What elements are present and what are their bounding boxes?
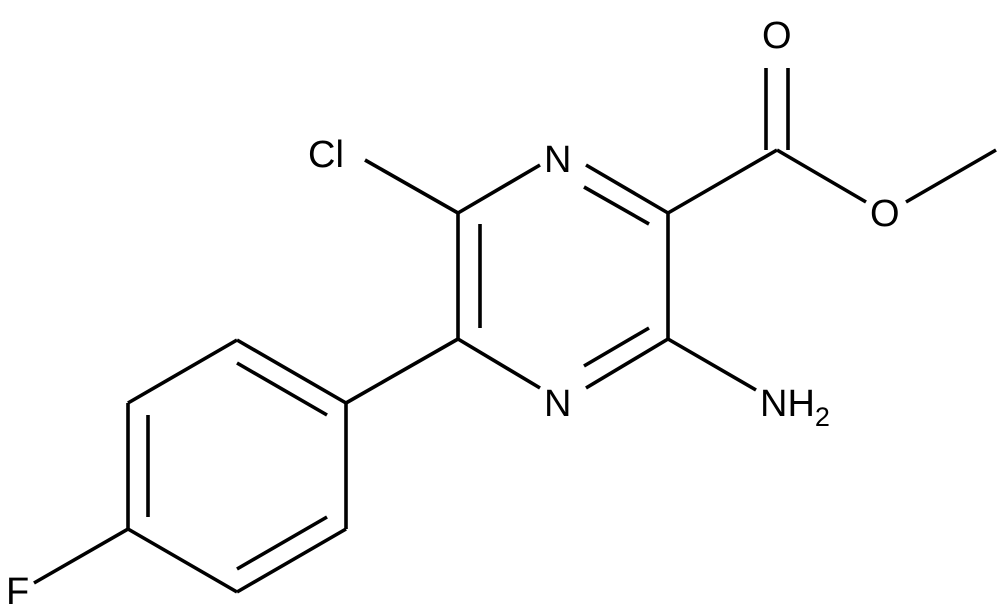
- bond-ph4-ph5: [127, 527, 238, 594]
- bond-c5-phenyl: [345, 337, 459, 405]
- fluorophenyl-ring: [33, 338, 348, 594]
- amino-subscript: 2: [815, 402, 830, 432]
- chloro-label: Cl: [308, 134, 344, 176]
- bond-ph4-f: [33, 527, 129, 585]
- bond-ph5-ph6: [236, 527, 347, 594]
- bond-ph2-ph3: [127, 338, 238, 405]
- bond-ester-o-methyl: [905, 148, 997, 204]
- bond-n1-c2-inner: [583, 185, 650, 226]
- bond-ph1-ph2: [236, 338, 347, 405]
- bond-carbonyl-ester-o: [776, 148, 867, 204]
- bond-ph1-ph2-inner: [236, 361, 328, 417]
- carbonyl-oxygen: O: [762, 15, 792, 57]
- ring-nitrogen-1: N: [544, 139, 571, 181]
- bond-c6-cl: [364, 158, 459, 215]
- fluoro-label: F: [6, 571, 29, 613]
- bond-n4-c5: [457, 337, 541, 390]
- bond-c3-n4: [585, 337, 669, 390]
- atom-labels: N N Cl NH2 O O F: [6, 15, 900, 613]
- ring-nitrogen-4: N: [544, 383, 571, 425]
- substituents: [345, 68, 997, 405]
- bond-ph5-ph6-inner: [236, 515, 328, 571]
- amino-label: NH2: [760, 383, 830, 432]
- pyrazine-ring: [456, 163, 670, 390]
- bond-c2-carbonyl: [667, 148, 778, 215]
- bond-c3-nh2: [667, 337, 757, 392]
- amino-nh: NH: [760, 383, 815, 425]
- ester-oxygen: O: [870, 193, 900, 235]
- bond-c6-n1: [457, 163, 541, 215]
- bond-n1-c2: [585, 163, 669, 215]
- bond-c3-n4-inner: [583, 326, 650, 368]
